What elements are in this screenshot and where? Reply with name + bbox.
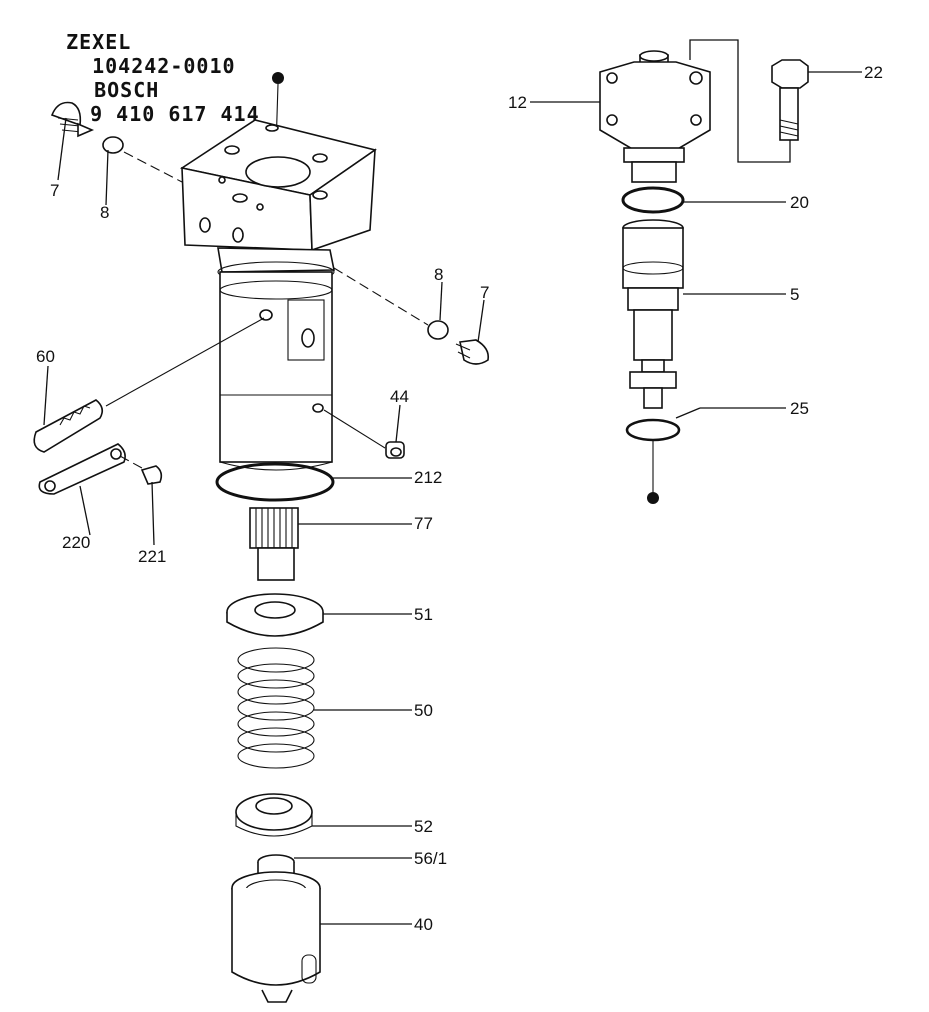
label-25: 25 [790,399,809,418]
bleed-screw-7-right [455,339,490,365]
label-5: 5 [790,285,799,304]
leader-lines [43,71,862,925]
plunger-barrel-5 [622,219,684,409]
label-52: 52 [414,817,433,836]
label-50: 50 [414,701,433,720]
label-22: 22 [864,63,883,82]
brand-name: BOSCH [94,78,160,102]
label-77: 77 [414,514,433,533]
delivery-valve-holder-12 [599,50,711,183]
o-ring-20 [621,186,685,214]
lower-spring-seat-52 [235,793,313,837]
sealing-washer-8-right [427,320,449,340]
bosch-part-number: 9 410 617 414 [90,102,260,126]
screw-221 [140,465,163,485]
label-7-left: 7 [50,181,59,200]
maker-name: ZEXEL [66,30,132,54]
spring-seat-51 [226,593,324,637]
zexel-part-number: 104242-0010 [92,54,236,78]
o-ring-212 [215,462,335,502]
control-sleeve-77 [249,507,299,581]
drawing-header: ZEXEL 104242-0010 BOSCH 9 410 617 414 [40,6,260,126]
bleed-screw-7-left [50,101,95,138]
plug-screw-44 [385,441,405,459]
label-60: 60 [36,347,55,366]
label-8-left: 8 [100,203,109,222]
label-44: 44 [390,387,409,406]
label-12: 12 [508,93,527,112]
label-220: 220 [62,533,90,552]
label-212: 212 [414,468,442,487]
callout-labels: 7 8 8 7 60 44 212 77 220 221 51 50 52 56… [36,63,883,934]
pump-housing [179,72,377,471]
label-7-right: 7 [480,283,489,302]
top-reference-dot [272,72,284,84]
control-rack-60 [33,317,265,453]
bolt-22 [771,59,809,141]
label-40: 40 [414,915,433,934]
label-8-right: 8 [434,265,443,284]
label-56-1: 56/1 [414,849,447,868]
bottom-reference-dot [647,492,659,504]
o-ring-25 [625,418,681,442]
label-221: 221 [138,547,166,566]
sealing-washer-8-left [102,136,124,154]
rack-lever-220 [38,443,126,495]
roller-tappet-40 [231,871,321,1003]
label-51: 51 [414,605,433,624]
plunger-spring-50 [237,647,315,769]
label-20: 20 [790,193,809,212]
